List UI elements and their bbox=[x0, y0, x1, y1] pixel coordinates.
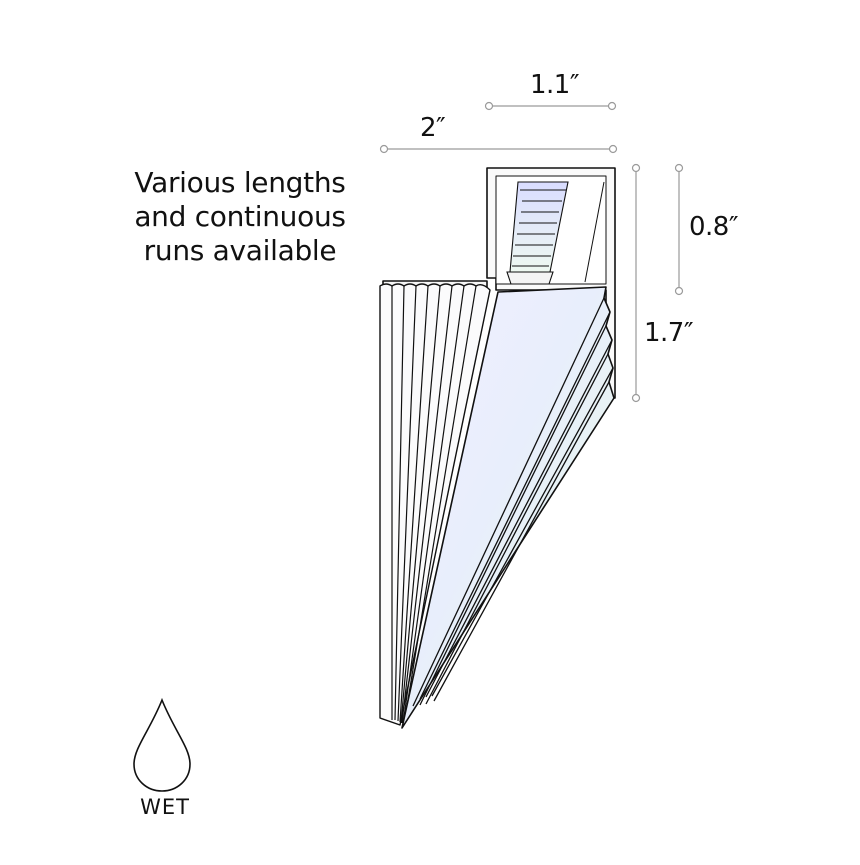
description-text: Various lengths and continuous runs avai… bbox=[110, 166, 370, 268]
led-board bbox=[506, 181, 605, 285]
dimension-channel-height: 0.8″ bbox=[689, 212, 739, 242]
dimension-overall-width: 2″ bbox=[420, 113, 446, 143]
lens-face bbox=[401, 286, 615, 729]
water-drop-icon bbox=[133, 697, 191, 792]
dimension-overall-height: 1.7″ bbox=[644, 318, 694, 348]
description-line-2: and continuous bbox=[134, 200, 346, 233]
dimension-top-width: 1.1″ bbox=[530, 70, 580, 100]
fluted-diffuser bbox=[379, 283, 491, 726]
dimension-lines bbox=[379, 101, 684, 403]
description-line-1: Various lengths bbox=[134, 166, 346, 199]
wet-rating-label: WET bbox=[140, 795, 190, 819]
description-line-3: runs available bbox=[143, 234, 337, 267]
